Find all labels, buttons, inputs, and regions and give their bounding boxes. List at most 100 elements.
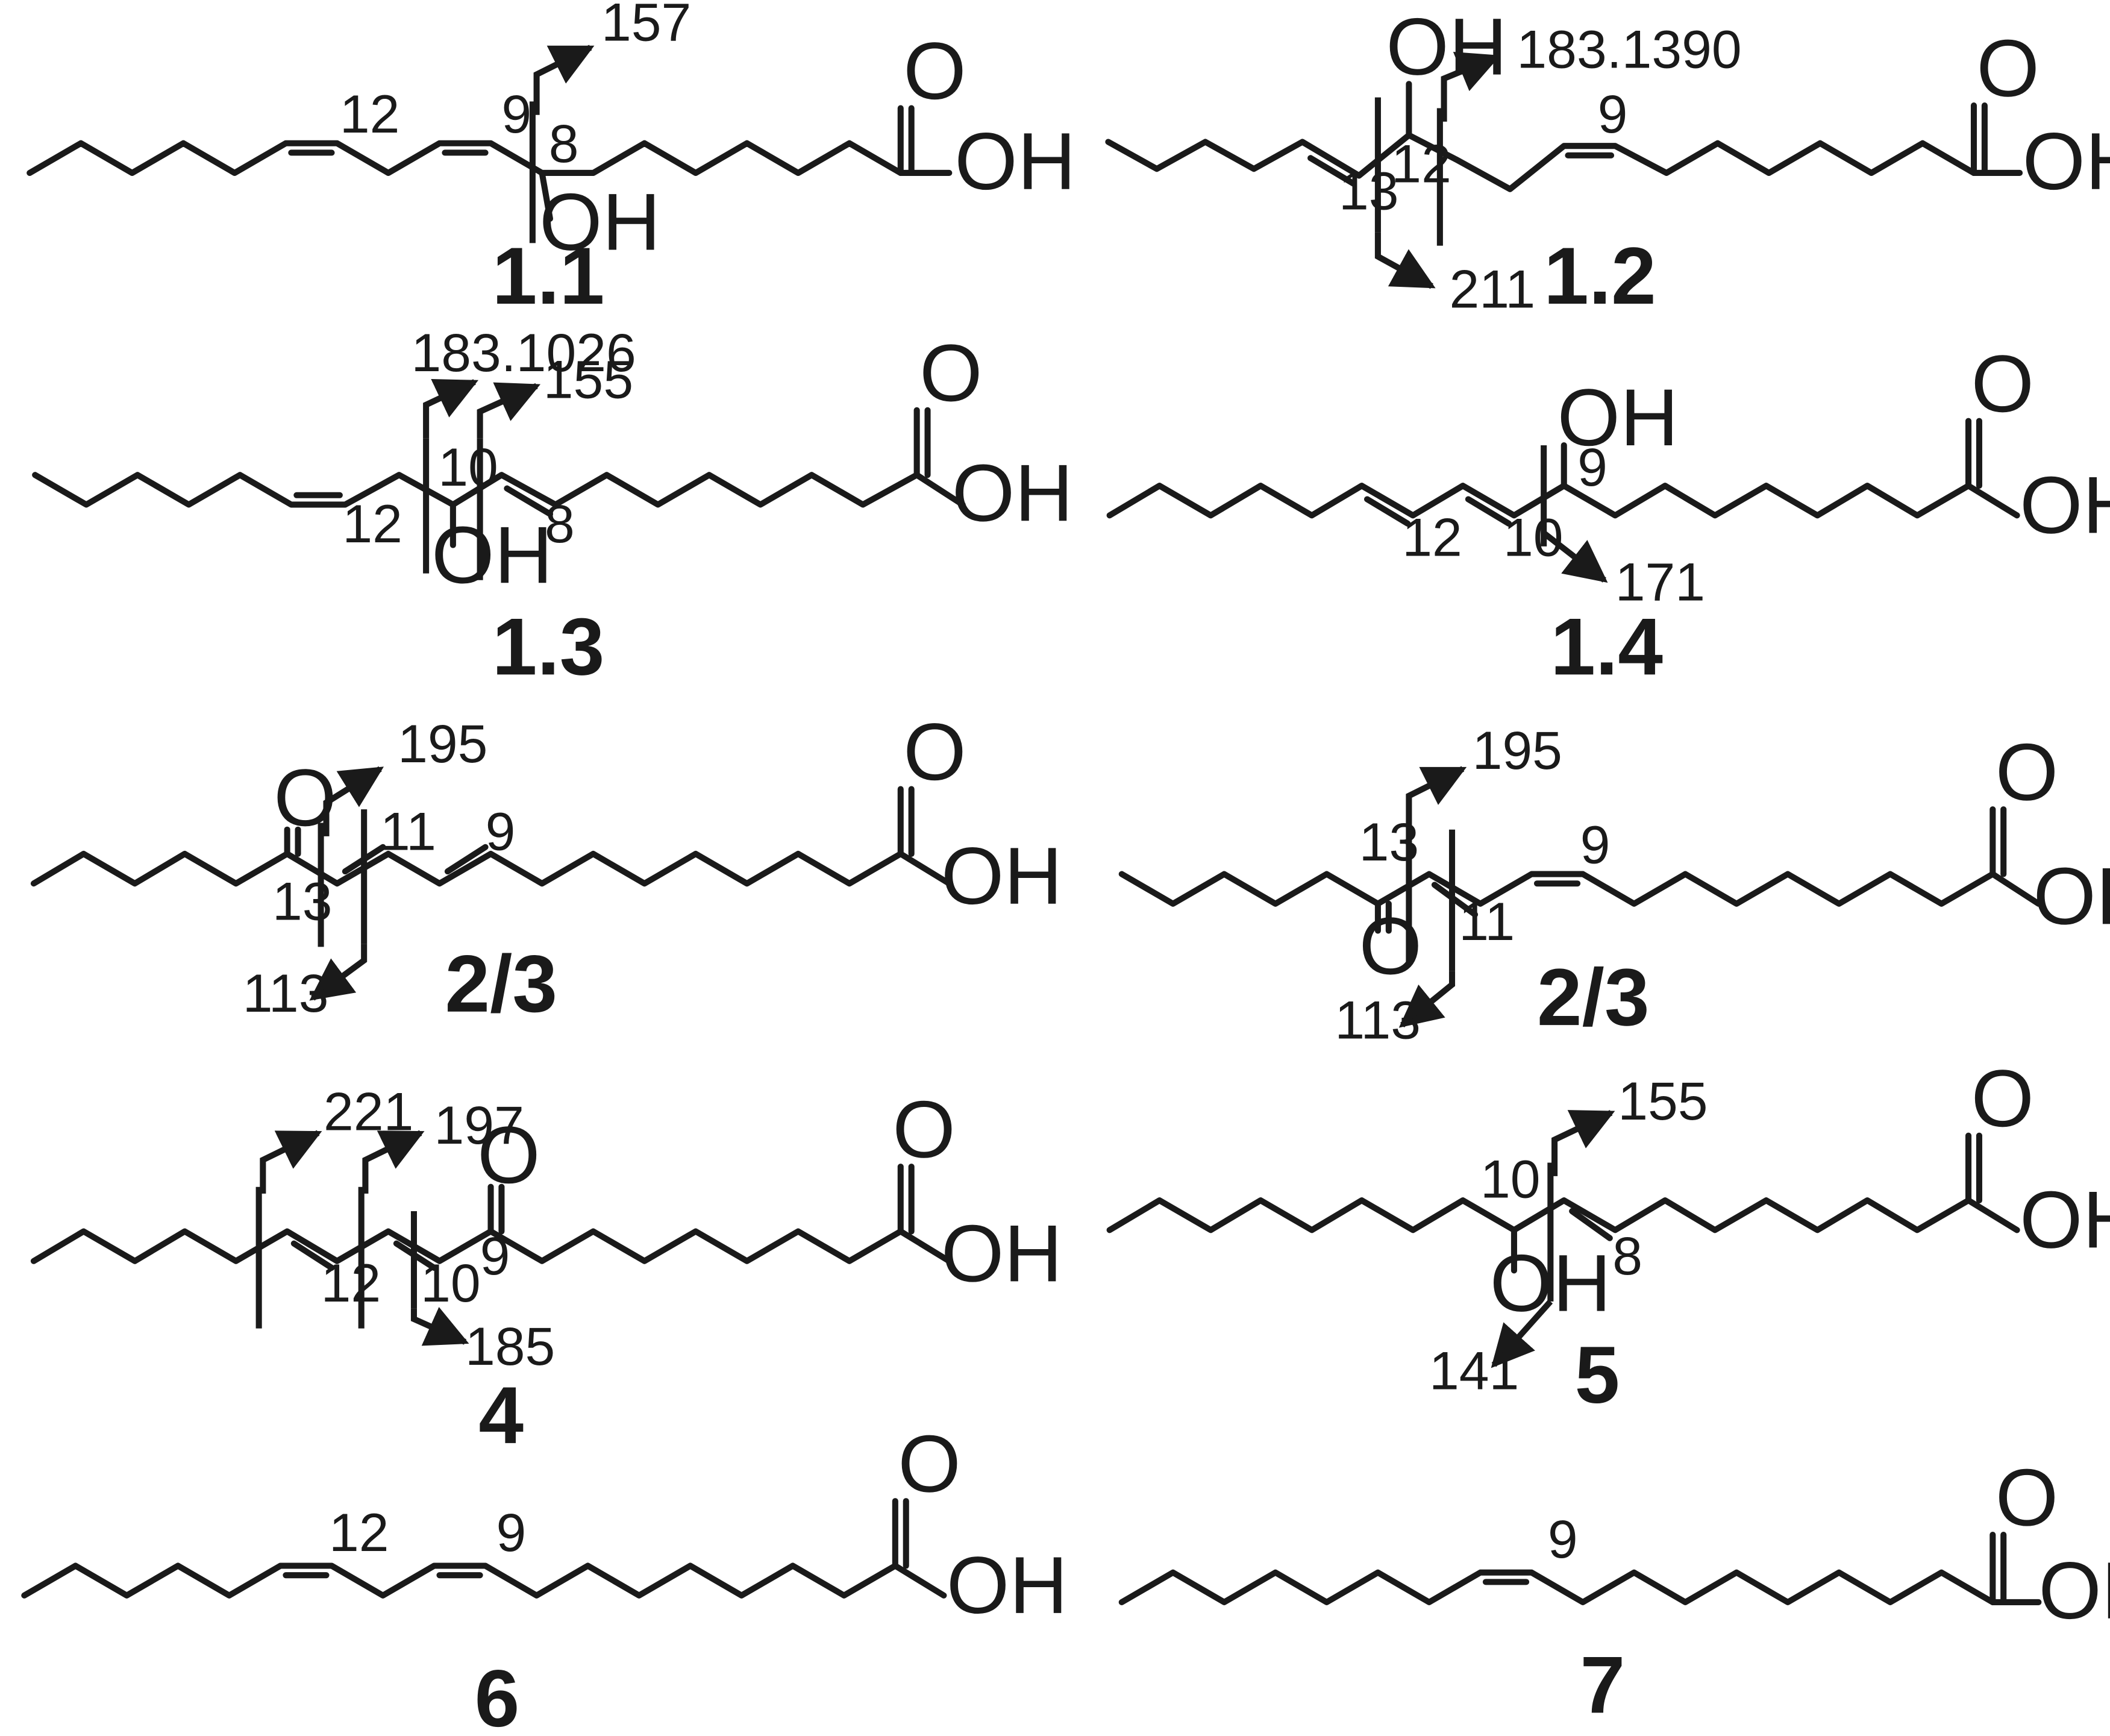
double-bond-8 <box>504 485 554 518</box>
fragment-mz-195: 195 <box>398 713 487 774</box>
compound-id: 2/3 <box>445 939 557 1029</box>
fragment-mz-113: 113 <box>1335 990 1421 1050</box>
fragment-arrow-155 <box>477 382 541 439</box>
carbonyl-o-label: O <box>903 707 966 797</box>
double-bond-9 <box>444 844 489 875</box>
acid-oh-label: OH <box>2020 1174 2110 1265</box>
acid-oh-label: OH <box>941 1208 1062 1299</box>
locant-12: 12 <box>1402 507 1462 567</box>
locant-12: 12 <box>1391 134 1451 194</box>
fragment-arrow-183 <box>423 379 479 439</box>
fragment-arrow-171 <box>1542 530 1608 583</box>
acid-oh-label: OH <box>2038 1546 2110 1636</box>
locant-12: 12 <box>340 84 400 144</box>
carbon-chain <box>21 1562 898 1599</box>
fragment-arrow-197 <box>362 1130 425 1194</box>
acid-oh-label: OH <box>2033 851 2110 941</box>
fragment-mz-221: 221 <box>324 1082 413 1142</box>
acid-oh-bond <box>897 850 953 887</box>
carbonyl-o-label: O <box>1971 1053 2034 1144</box>
acid-oh-bond <box>1965 483 2020 519</box>
locant-13: 13 <box>1339 160 1399 221</box>
carbonyl-o-label: O <box>892 1084 955 1174</box>
compound-id: 2/3 <box>1537 952 1650 1042</box>
fragment-arrow-195 <box>1406 766 1467 823</box>
locant-9: 9 <box>496 1502 526 1562</box>
hydroxyl-label: OH <box>1557 372 1679 463</box>
carbonyl-o-label: O <box>903 26 966 116</box>
fragment-mz-211: 211 <box>1450 259 1536 319</box>
compound-7: O OH 9 7 <box>1118 1452 2110 1730</box>
carbonyl-o-label: O <box>1971 339 2034 429</box>
compound-id: 1.3 <box>492 601 605 692</box>
fragment-mz-195: 195 <box>1473 720 1562 780</box>
carbon-chain <box>27 140 904 177</box>
compound-4: O O OH 12 10 9 221 197 185 4 <box>30 1082 1062 1461</box>
compound-1-4: OH O OH 9 12 10 171 1.4 <box>1106 339 2110 692</box>
locant-10: 10 <box>421 1253 481 1313</box>
locant-9: 9 <box>480 1226 510 1286</box>
locant-8: 8 <box>545 494 575 554</box>
carbon-chain <box>1106 1197 1972 1233</box>
acid-oh-label: OH <box>954 116 1075 207</box>
locant-13: 13 <box>1359 812 1420 872</box>
fragment-arrow-113 <box>1398 971 1456 1028</box>
locant-9: 9 <box>501 84 531 144</box>
locant-9: 9 <box>486 801 516 861</box>
double-bond-12 <box>1363 496 1411 527</box>
locant-9: 9 <box>1598 84 1628 144</box>
fragment-arrow-195 <box>323 766 384 836</box>
double-bond-13 <box>1307 155 1357 187</box>
compound-id: 4 <box>478 1370 524 1461</box>
fragment-arrow-185 <box>410 1306 469 1346</box>
fragment-arrow-221 <box>260 1130 322 1194</box>
carbonyl-o-label: O <box>1976 23 2039 113</box>
compound-id: 7 <box>1580 1640 1626 1730</box>
compound-id: 6 <box>475 1653 520 1736</box>
carbon-chain <box>1118 871 1996 907</box>
fragment-mz-183: 183.1026 <box>411 322 636 383</box>
ketone-o-label: O <box>274 753 336 843</box>
hydroxyl-label: OH <box>1386 2 1507 92</box>
ketone-o-label: O <box>477 1110 540 1200</box>
compound-id: 1.1 <box>492 231 605 321</box>
hydroxyl-label: OH <box>431 510 553 600</box>
fragment-arrow-155 <box>1551 1110 1615 1176</box>
compound-id: 5 <box>1575 1330 1620 1420</box>
acid-oh-bond <box>913 472 966 508</box>
fragment-mz-197: 197 <box>434 1095 524 1155</box>
compound-2-3-left: O O OH 11 9 13 195 113 2/3 <box>30 707 1062 1029</box>
locant-10: 10 <box>438 437 498 497</box>
locant-11: 11 <box>1459 891 1515 951</box>
locant-12: 12 <box>321 1253 381 1313</box>
double-bond-10 <box>1465 496 1512 527</box>
carbon-chain <box>1118 1569 1996 1605</box>
acid-oh-bond <box>1989 871 2042 907</box>
fragment-mz-157: 157 <box>601 0 691 52</box>
acid-oh-bond <box>1965 1197 2020 1233</box>
fragment-arrow-183 <box>1441 51 1501 122</box>
fragment-mz-171: 171 <box>1615 551 1705 612</box>
compound-2-3-right: O O OH 13 9 11 195 113 2/3 <box>1118 720 2110 1050</box>
fragment-arrow-141 <box>1491 1299 1553 1368</box>
locant-13: 13 <box>272 871 333 932</box>
locant-9: 9 <box>1548 1509 1578 1569</box>
locant-12: 12 <box>329 1502 389 1562</box>
carbon-chain <box>30 850 904 887</box>
locant-8: 8 <box>549 113 579 174</box>
locant-10: 10 <box>1480 1149 1541 1209</box>
fragment-mz-185: 185 <box>465 1316 555 1376</box>
fragment-arrow-157 <box>533 45 595 115</box>
fragment-mz-155: 155 <box>543 349 633 410</box>
double-bond-8 <box>1569 1208 1613 1241</box>
acid-oh-label: OH <box>941 831 1062 921</box>
compound-1-3: OH O OH 10 12 8 183.1026 155 1.3 <box>32 322 1073 692</box>
fragment-arrow-113 <box>309 944 368 1001</box>
double-bond-12 <box>290 1240 335 1271</box>
carbon-chain <box>1105 132 1977 192</box>
compound-1-1: O OH OH 12 9 8 157 1.1 <box>27 0 1076 321</box>
locant-9: 9 <box>1580 815 1611 875</box>
fragment-mz-141: 141 <box>1429 1340 1519 1400</box>
